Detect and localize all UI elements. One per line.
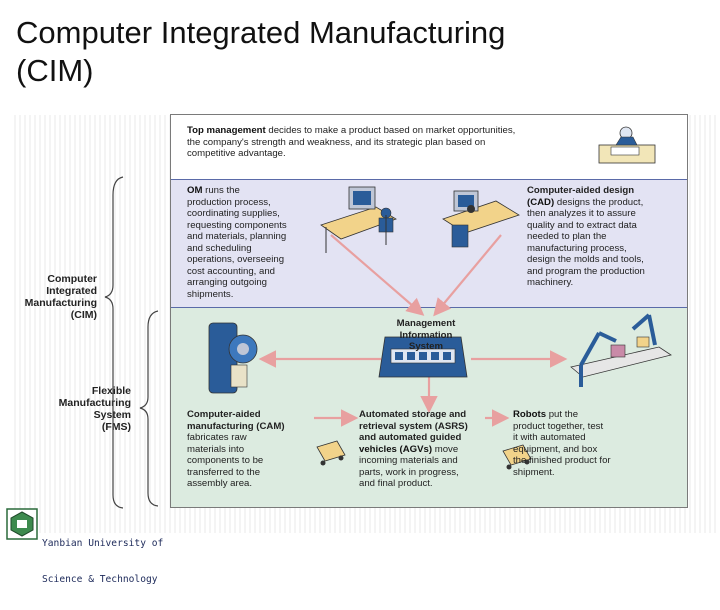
cim-label-line: Integrated: [46, 285, 97, 297]
text-line: coordinating supplies,: [187, 208, 280, 219]
text-line: assembly area.: [187, 478, 253, 489]
text-line: product together, test: [513, 420, 604, 432]
text-span: decides to make a product based on marke…: [265, 125, 516, 136]
text-line: operations, overseeing: [187, 254, 285, 265]
slide-title-line-2: (CIM): [16, 53, 94, 88]
cim-band: [171, 179, 687, 307]
text-line: shipment.: [513, 466, 555, 478]
university-name-line: Science & Technology: [42, 574, 158, 585]
cim-label-line: Computer: [47, 273, 97, 285]
text-line: materials into: [187, 443, 245, 455]
slide-title: Computer Integrated Manufacturing (CIM): [16, 14, 656, 90]
text-line: manufacturing (CAM): [187, 420, 285, 432]
text-line: shipments.: [187, 288, 234, 300]
band-separator: [171, 307, 687, 308]
text-line: and automated guided: [359, 432, 462, 443]
text-line: and final product.: [359, 478, 433, 489]
asrs-text: Automated storage and retrieval system (…: [359, 409, 499, 490]
text-line: and materials, planning: [187, 231, 287, 242]
text-line: Computer-aided: [187, 409, 261, 420]
text-line: Robots put the: [513, 409, 653, 421]
cad-workstation-illustration: [442, 190, 520, 248]
text-bold: vehicles (AGVs): [359, 443, 433, 455]
text-line: vehicles (AGVs) move: [359, 444, 499, 456]
agv-left-illustration: [316, 440, 346, 466]
om-workstation-illustration: [320, 186, 397, 253]
fms-label-line: System: [93, 409, 131, 421]
arrow-om-to-mis: [330, 234, 425, 316]
text-line: machinery.: [527, 277, 574, 288]
university-crest-icon: [6, 508, 38, 540]
text-line: Management: [396, 318, 456, 329]
text-line: transferred to the: [187, 466, 261, 478]
text-line: Top management decides to make a product…: [187, 125, 597, 137]
slide-title-line-1: Computer Integrated Manufacturing: [16, 15, 506, 50]
robot-arm-illustration: [570, 313, 672, 387]
cim-diagram-panel: Top management decides to make a product…: [170, 114, 688, 508]
text-span: move: [432, 443, 459, 455]
text-line: parts, work in progress,: [359, 466, 459, 478]
diagram-graphics: [208, 126, 672, 470]
text-line: System: [408, 341, 444, 352]
om-text: OM runs the production process, coordina…: [187, 185, 322, 300]
cim-label: Computer Integrated Manufacturing (CIM): [18, 273, 97, 321]
text-line: arranging outgoing: [187, 277, 268, 288]
fms-label-line: Flexible: [91, 385, 131, 397]
robots-text: Robots put the product together, test it…: [513, 409, 653, 478]
text-line: Automated storage and: [359, 409, 467, 420]
text-line: incoming materials and: [359, 455, 458, 466]
text-line: design the molds and tools,: [527, 254, 644, 265]
text-line: and program the production: [527, 265, 645, 277]
mis-label: Management Information System: [381, 318, 471, 353]
text-span: designs the product,: [554, 196, 644, 208]
text-bold: Top management: [187, 125, 266, 136]
text-line: components to be: [187, 455, 264, 466]
top-management-text: Top management decides to make a product…: [187, 125, 597, 160]
text-line: cost accounting, and: [187, 265, 276, 277]
university-name: Yanbian University of Science & Technolo…: [42, 514, 163, 610]
arrow-cad-to-mis: [433, 234, 502, 317]
text-line: Information: [399, 329, 453, 341]
mis-computer-illustration: [378, 336, 468, 378]
text-line: and scheduling: [187, 242, 252, 254]
text-line: the company's strength and weakness, and…: [187, 136, 486, 148]
text-bold: OM: [187, 185, 203, 196]
text-line: it with automated: [513, 432, 586, 443]
text-line: retrieval system (ASRS): [359, 420, 468, 432]
text-span: runs the: [202, 185, 240, 196]
text-line: requesting components: [187, 219, 287, 231]
cim-brace: [104, 176, 124, 509]
text-line: quality and to extract data: [527, 219, 637, 231]
left-labels: Computer Integrated Manufacturing (CIM) …: [18, 115, 168, 515]
top-management-illustration: [598, 126, 656, 164]
text-span: put the: [546, 409, 579, 420]
text-line: equipment, and box: [513, 443, 598, 455]
cim-label-line: Manufacturing: [24, 297, 97, 309]
text-line: fabricates raw: [187, 432, 247, 443]
fms-label-line: (FMS): [101, 421, 131, 433]
text-bold: (CAD): [527, 196, 555, 208]
cim-label-line: (CIM): [70, 309, 97, 321]
text-line: then analyzes it to assure: [527, 208, 636, 219]
text-line: the finished product for: [513, 455, 611, 466]
agv-right-illustration: [502, 444, 532, 470]
text-line: needed to plan the: [527, 231, 607, 242]
text-line: (CAD) designs the product,: [527, 197, 687, 209]
text-line: competitive advantage.: [187, 148, 286, 159]
text-line: OM runs the: [187, 185, 322, 197]
text-line: Computer-aided design: [527, 185, 635, 196]
cad-text: Computer-aided design (CAD) designs the …: [527, 185, 687, 289]
cam-text: Computer-aided manufacturing (CAM) fabri…: [187, 409, 317, 490]
university-logo-area: Yanbian University of Science & Technolo…: [4, 506, 194, 585]
braces: [104, 176, 159, 509]
cam-machine-illustration: [208, 322, 258, 394]
text-line: production process,: [187, 196, 271, 208]
text-line: manufacturing process,: [527, 242, 627, 254]
band-separator: [171, 179, 687, 180]
text-bold: Robots: [513, 409, 547, 420]
fms-brace: [139, 310, 159, 507]
